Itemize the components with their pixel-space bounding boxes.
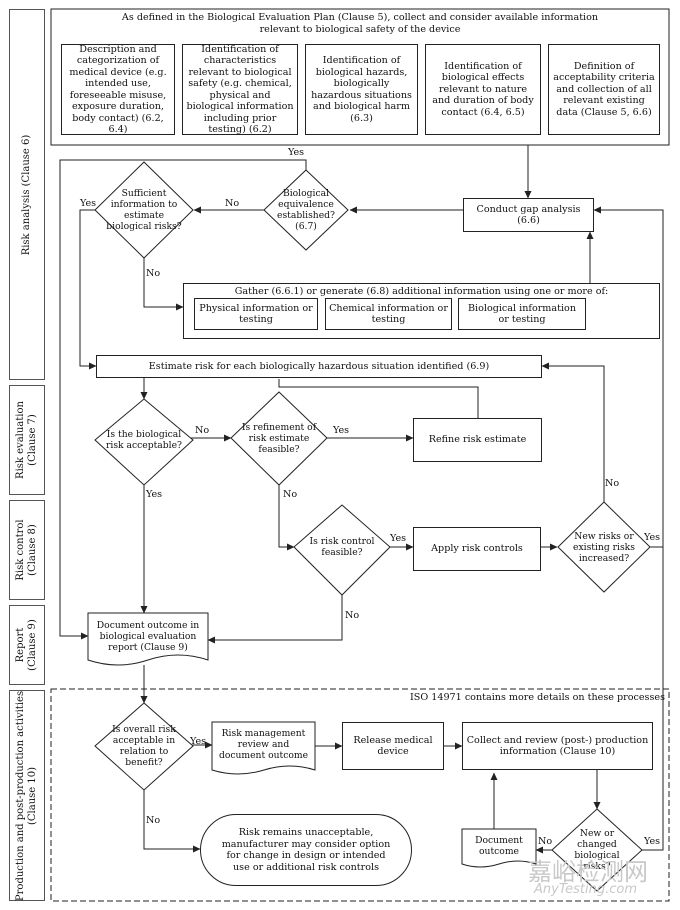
gather-label: Gather (6.6.1) or generate (6.8) additio… [234,286,609,297]
characteristics-box: Identification of characteristics releva… [182,44,298,135]
acceptable-diamond [94,398,194,486]
lane-risk-evaluation: Risk evaluation (Clause 7) [9,385,45,495]
rm-review-label: Risk management review and document outc… [218,727,309,761]
control-feasible-label: Is risk control feasible? [309,536,375,558]
new-changed-diamond [551,808,643,892]
overall-yes-label: Yes [190,736,207,747]
watermark-cn: 嘉峪检测网 [528,858,648,886]
gap-analysis-box: Conduct gap analysis (6.6) [463,198,594,232]
refinement-diamond [230,391,328,486]
document-report-label: Document outcome in biological evaluatio… [96,619,200,653]
lane-production-label: Production and post-production activitie… [15,690,38,901]
new-changed-no-label: No [538,836,553,847]
acceptability-box: Definition of acceptability criteria and… [548,44,660,135]
refinement-yes-label: Yes [333,425,350,436]
acceptable-no-label: No [195,425,210,436]
clause5-frame [50,8,670,146]
watermark-en: AnyTesting.com [534,882,638,897]
control-feasible-diamond [293,504,391,596]
refine-box: Refine risk estimate [413,418,542,462]
equivalence-diamond [263,169,349,251]
lane-report-label: Report (Clause 9) [15,619,38,671]
new-risks-diamond [557,501,651,593]
clause5-heading: As defined in the Biological Evaluation … [121,12,599,35]
new-risks-yes-label: Yes [644,532,661,543]
physical-box: Physical information or testing [194,298,318,330]
apply-box: Apply risk controls [413,527,541,571]
chemical-box: Chemical information or testing [325,298,452,330]
unacceptable-terminal: Risk remains unacceptable, manufacturer … [200,814,412,886]
new-changed-yes-label: Yes [644,836,661,847]
lane-risk-control: Risk control (Clause 8) [9,500,45,600]
effects-box: Identification of biological effects rel… [425,44,541,135]
lane-report: Report (Clause 9) [9,605,45,685]
estimate-box: Estimate risk for each biologically haza… [96,355,542,378]
lane-risk-analysis: Risk analysis (Clause 6) [9,9,45,380]
control-yes-label: Yes [390,533,407,544]
device-description-box: Description and categorization of medica… [61,44,175,135]
new-risks-no-label: No [605,478,620,489]
doc-outcome-label: Document outcome [475,835,523,857]
overall-no-label: No [146,815,161,826]
acceptable-label: Is the biological risk acceptable? [106,429,182,451]
equivalence-no-label: No [225,198,240,209]
overall-label: Is overall risk acceptable in relation t… [112,724,176,768]
control-no-label: No [345,610,360,621]
iso14971-note: ISO 14971 contains more details on these… [409,692,665,703]
doc-outcome-shape [461,828,537,868]
refinement-no-label: No [283,489,298,500]
refinement-label: Is refinement of risk estimate feasible? [241,421,317,455]
overall-diamond [94,702,194,791]
acceptable-yes-label: Yes [146,489,163,500]
biological-box: Biological information or testing [458,298,586,330]
lane-production: Production and post-production activitie… [9,690,45,901]
sufficient-diamond [94,161,194,259]
collect-box: Collect and review (post-) production in… [462,722,653,770]
document-report-shape [87,612,209,666]
rm-review-shape [211,721,316,775]
lane-risk-control-label: Risk control (Clause 8) [15,519,38,581]
equivalence-yes-label: Yes [288,147,305,158]
hazards-box: Identification of biological hazards, bi… [305,44,418,135]
sufficient-yes-label: Yes [80,198,97,209]
equivalence-label: Biological equivalence established? (6.7… [277,188,335,232]
lane-risk-evaluation-label: Risk evaluation (Clause 7) [15,401,38,479]
release-box: Release medical device [342,722,444,770]
sufficient-label: Sufficient information to estimate biolo… [106,188,182,232]
iso14971-frame [50,688,670,902]
sufficient-no-label: No [146,268,161,279]
lane-risk-analysis-label: Risk analysis (Clause 6) [21,134,32,255]
new-changed-label: New or changed biological risks? [574,828,620,872]
new-risks-label: New risks or existing risks increased? [573,530,635,564]
